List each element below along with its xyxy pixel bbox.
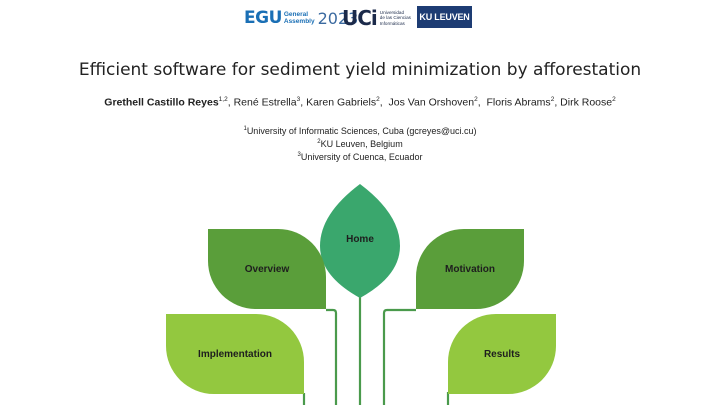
affiliation-mark: 1 (243, 126, 247, 132)
affiliation-list: 1University of Informatic Sciences, Cuba… (0, 124, 720, 163)
author-separator: , (554, 96, 561, 109)
author-affiliation-mark: 2 (474, 96, 478, 103)
results-button[interactable]: Results (448, 314, 556, 394)
logo-bar: EGU General Assembly 2023 UCi Universida… (0, 4, 720, 30)
author-separator: , (227, 96, 234, 109)
author-name: Dirk Roose (560, 96, 613, 109)
overview-label: Overview (244, 263, 290, 275)
affiliation-line: 1University of Informatic Sciences, Cuba… (0, 124, 720, 137)
egu-logo-year: 2023 (317, 8, 359, 28)
kuleuven-logo: KU LEUVEN (417, 6, 472, 28)
affiliation-mark: 2 (317, 139, 321, 145)
implementation-label: Implementation (198, 348, 272, 360)
page-title: Efficient software for sediment yield mi… (78, 60, 642, 80)
results-label: Results (483, 348, 521, 360)
uci-logo: UCi Universidad de las Ciencias Informát… (342, 6, 411, 30)
stem-left-upper (326, 308, 338, 405)
affiliation-text: University of Cuenca, Ecuador (300, 152, 423, 162)
motivation-label: Motivation (445, 263, 495, 275)
author-name: Grethell Castillo Reyes (104, 96, 219, 109)
author-name: Floris Abrams (486, 96, 551, 109)
egu-logo: EGU General Assembly 2023 (244, 6, 358, 30)
author-affiliation-mark: 2 (376, 96, 380, 103)
author-affiliation-mark: 2 (612, 96, 616, 103)
affiliation-line: 2KU Leuven, Belgium (0, 137, 720, 150)
author-separator: , (300, 96, 307, 109)
author-affiliation-mark: 3 (296, 96, 301, 103)
affiliation-text: KU Leuven, Belgium (320, 139, 403, 149)
home-button[interactable]: Home (346, 234, 374, 245)
author-affiliation-mark: 1,2 (218, 96, 228, 103)
uci-logo-line1: Universidad (379, 10, 405, 16)
author-separator: , (477, 96, 487, 109)
author-name: René Estrella (233, 96, 297, 109)
author-separator: , (379, 96, 389, 109)
affiliation-text: University of Informatic Sciences, Cuba … (246, 126, 477, 136)
author-name: Jos Van Orshoven (388, 96, 475, 109)
implementation-button[interactable]: Implementation (166, 314, 304, 394)
stem-right-upper (382, 308, 416, 405)
overview-button[interactable]: Overview (208, 229, 326, 309)
uci-logo-mark: UCi (342, 6, 378, 30)
author-list: Grethell Castillo Reyes1,2, René Estrell… (0, 96, 720, 109)
uci-logo-line2: de las Ciencias (379, 15, 411, 21)
author-affiliation-mark: 2 (550, 96, 555, 103)
egu-logo-line2: Assembly (283, 18, 315, 25)
egu-logo-line1: General (283, 11, 309, 18)
affiliation-mark: 3 (297, 152, 301, 158)
affiliation-line: 3University of Cuenca, Ecuador (0, 150, 720, 163)
home-leaf[interactable] (320, 184, 400, 298)
uci-logo-line3: Informáticas (379, 20, 405, 26)
egu-logo-mark: EGU (244, 8, 282, 28)
author-name: Karen Gabriels (306, 96, 377, 109)
motivation-button[interactable]: Motivation (416, 229, 524, 309)
